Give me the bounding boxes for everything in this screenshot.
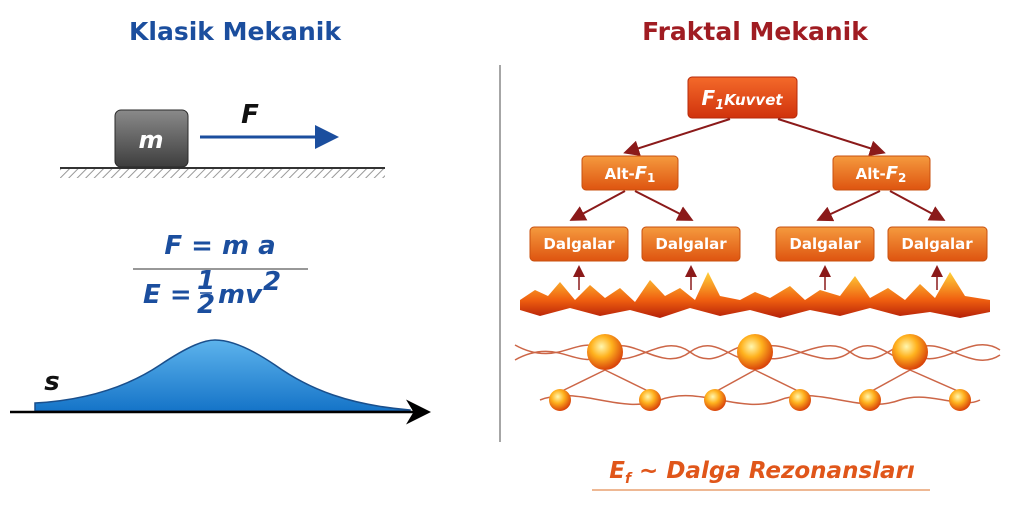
tree-arrows bbox=[569, 118, 946, 222]
svg-text:Alt-F1: Alt-F1 bbox=[605, 163, 656, 185]
ground-hatch bbox=[60, 168, 385, 178]
formula-newton: F = m a bbox=[164, 231, 275, 261]
sphere-icon bbox=[704, 389, 726, 411]
leaf-label: Dalgalar bbox=[901, 235, 973, 253]
wave-up-arrows bbox=[573, 265, 943, 290]
sphere-icon bbox=[892, 334, 928, 370]
svg-text:F1Kuvvet: F1Kuvvet bbox=[701, 86, 783, 113]
leaf-label: Dalgalar bbox=[789, 235, 861, 253]
sphere-icon bbox=[549, 389, 571, 411]
leaf-node-waves: Dalgalar bbox=[887, 226, 988, 262]
leaf-label: Dalgalar bbox=[655, 235, 727, 253]
mass-label: m bbox=[138, 126, 163, 154]
caption-rest: ~ Dalga Rezonansları bbox=[631, 458, 915, 484]
leaf-label: Dalgalar bbox=[543, 235, 615, 253]
branch-sub: 1 bbox=[647, 171, 655, 185]
leaf-node-waves: Dalgalar bbox=[641, 226, 741, 262]
sphere-icon bbox=[587, 334, 623, 370]
branch-main: F bbox=[635, 163, 648, 184]
branch-prefix: Alt- bbox=[605, 165, 635, 183]
branch-sub: 2 bbox=[898, 171, 906, 185]
axis-label-s: s bbox=[44, 367, 59, 397]
root-node-force: F1Kuvvet bbox=[687, 76, 798, 119]
branch-node-alt-f1: Alt-F1 bbox=[581, 155, 679, 191]
resonance-caption: Ef ~ Dalga Rezonansları bbox=[609, 458, 915, 487]
classic-mechanics-title: Klasik Mekanik bbox=[129, 17, 342, 46]
leaf-node-waves: Dalgalar bbox=[529, 226, 629, 262]
gaussian-curve bbox=[34, 339, 411, 412]
caption-sub: f bbox=[625, 471, 633, 487]
root-rest: Kuvvet bbox=[724, 91, 783, 109]
energy-suffix: mv bbox=[218, 280, 263, 310]
sphere-icon bbox=[789, 389, 811, 411]
root-main: F bbox=[701, 86, 715, 110]
energy-exponent: 2 bbox=[263, 267, 281, 297]
branch-node-alt-f2: Alt-F2 bbox=[832, 155, 931, 191]
force-label: F bbox=[241, 100, 259, 130]
resonance-spheres bbox=[549, 334, 971, 411]
sphere-icon bbox=[949, 389, 971, 411]
branch-main: F bbox=[886, 163, 899, 184]
sphere-icon bbox=[737, 334, 773, 370]
fractal-wave-band bbox=[520, 272, 990, 318]
formula-energy: E = 1 2 mv 2 bbox=[143, 266, 281, 320]
fraction-denominator: 2 bbox=[197, 290, 215, 320]
fraction-numerator: 1 bbox=[197, 266, 215, 296]
sphere-icon bbox=[859, 389, 881, 411]
mass-block bbox=[114, 109, 189, 168]
caption-main: E bbox=[609, 458, 625, 484]
fractal-mechanics-title: Fraktal Mekanik bbox=[642, 17, 869, 46]
leaf-node-waves: Dalgalar bbox=[775, 226, 875, 262]
sphere-icon bbox=[639, 389, 661, 411]
energy-prefix: E = bbox=[143, 280, 192, 310]
branch-prefix: Alt- bbox=[856, 165, 886, 183]
root-sub: 1 bbox=[715, 98, 724, 113]
svg-text:Alt-F2: Alt-F2 bbox=[856, 163, 907, 185]
